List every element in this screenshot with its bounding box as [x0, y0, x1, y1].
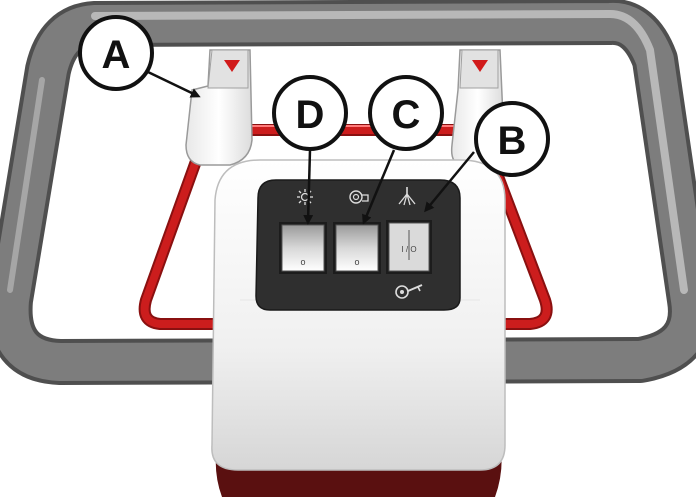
switch-2[interactable]: o [333, 222, 381, 274]
callout-a-label: A [102, 33, 131, 77]
callout-arrows [147, 70, 475, 225]
switch-3[interactable]: I / O [386, 220, 432, 274]
arrow-d [303, 149, 314, 225]
trigger-marker-left [224, 60, 240, 72]
arrow-c [362, 149, 396, 225]
callout-d: D [272, 75, 348, 151]
switch-1-mark: o [300, 257, 305, 267]
callout-b: B [474, 101, 550, 177]
callout-b-label: B [498, 119, 527, 163]
switch-2-mark: o [354, 257, 359, 267]
key-icon [395, 284, 423, 299]
vacuum-fan-icon [349, 190, 369, 204]
callout-c-label: C [392, 93, 421, 137]
switch-3-mark: I / O [401, 245, 416, 254]
switch-panel: o o I / O [255, 179, 461, 311]
arrow-a [147, 70, 201, 98]
trigger-marker-right [472, 60, 488, 72]
brush-spray-icon [398, 187, 416, 206]
callout-c: C [368, 75, 444, 151]
left-trigger-lever [185, 49, 253, 166]
callout-d-label: D [296, 93, 325, 137]
arrow-b [424, 151, 475, 213]
callout-a: A [78, 15, 154, 91]
switch-1[interactable]: o [279, 222, 327, 274]
